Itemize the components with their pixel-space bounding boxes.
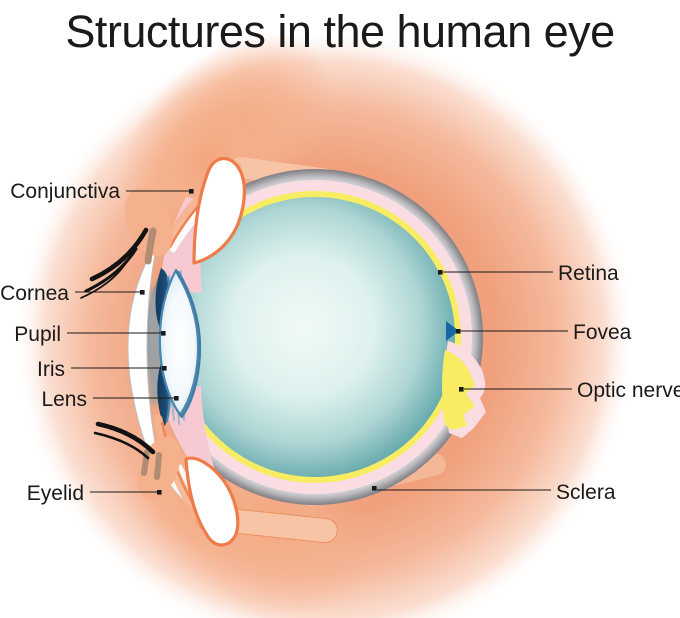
eyelash [95,421,156,455]
label-text-conjunctiva: Conjunctiva [10,180,120,203]
upper-lash-root [144,227,157,265]
conjunctival-fold-upper [192,157,246,265]
leader-dot-cornea [140,290,145,295]
label-text-lens: Lens [41,388,87,411]
vitreous-body [175,197,455,477]
lower-lash-root [154,452,162,480]
label-text-retina: Retina [558,262,619,285]
label-text-pupil: Pupil [14,323,61,346]
label-fovea: Fovea [456,321,632,344]
leader-dot-retina [438,270,443,275]
zonule-fiber [171,401,175,421]
leader-dot-fovea [456,329,461,334]
leader-dot-conjunctiva [189,189,194,194]
leader-dot-eyelid [157,490,162,495]
label-eyelid: Eyelid [27,482,162,505]
label-cornea: Cornea [0,282,145,305]
label-retina: Retina [438,262,619,285]
conjunctival-fold-lower [184,456,240,547]
leader-dot-iris [162,366,167,371]
leader-dot-optic-nerve [459,387,464,392]
eyelash [84,247,138,293]
leader-dot-lens [174,396,179,401]
label-text-optic-nerve: Optic nerve [577,379,680,402]
label-sclera: Sclera [372,481,616,504]
label-text-eyelid: Eyelid [27,482,84,505]
eyelash [93,431,150,460]
lower-eyelashes [93,421,162,480]
label-optic-nerve: Optic nerve [459,379,680,402]
eyelash [89,227,149,282]
label-text-fovea: Fovea [573,321,632,344]
eyelash [80,262,127,299]
upper-eyelid-tip [125,187,173,257]
leader-dot-pupil [161,331,166,336]
label-text-sclera: Sclera [556,481,616,504]
label-lens: Lens [41,388,179,411]
diagram-title: Structures in the human eye [65,6,614,57]
lens-posterior-capsule [176,271,202,417]
label-iris: Iris [37,358,167,381]
label-text-cornea: Cornea [0,282,69,305]
label-text-iris: Iris [37,358,65,381]
fovea-notch [446,321,459,341]
leader-dot-sclera [372,486,377,491]
label-pupil: Pupil [14,323,166,346]
label-conjunctiva: Conjunctiva [10,180,194,203]
optic-nerve-head [442,350,475,430]
upper-eyelashes [80,227,157,299]
